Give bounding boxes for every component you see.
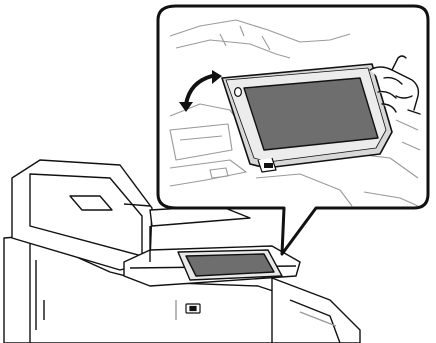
panel-screen [244, 78, 378, 150]
control-panel-tilted [222, 64, 392, 172]
power-button-icon [186, 304, 200, 313]
panel-button [235, 88, 242, 97]
